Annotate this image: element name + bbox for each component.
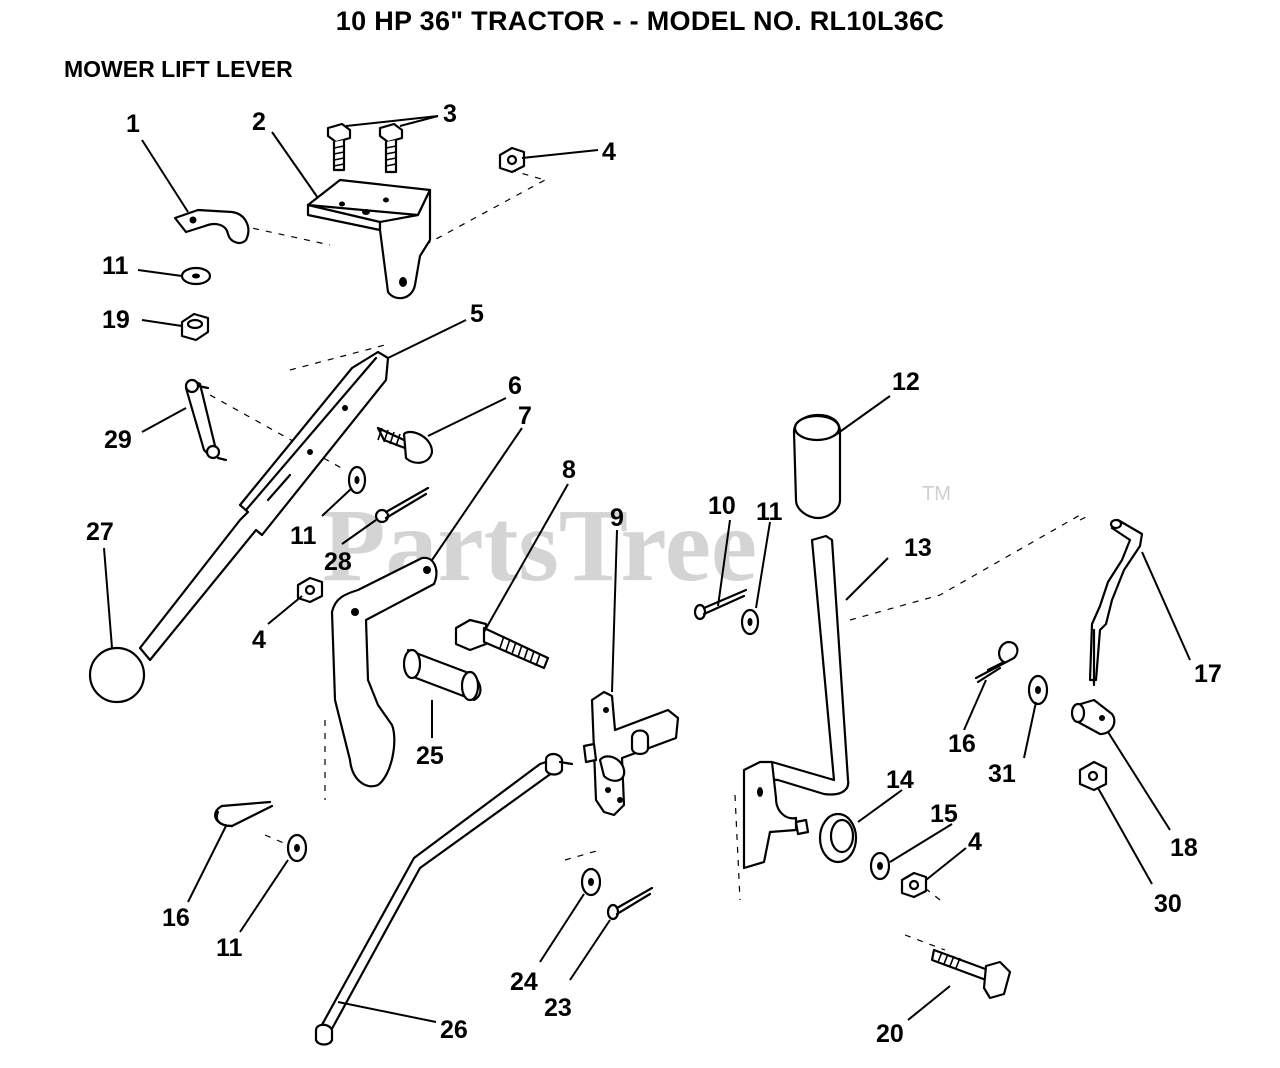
part-16-hairpin-lower[interactable] <box>214 800 274 828</box>
part-10-cotter-pin[interactable] <box>693 588 748 621</box>
callout-4-mid: 4 <box>252 626 266 654</box>
callout-12: 12 <box>892 368 920 396</box>
callout-20: 20 <box>876 1020 904 1048</box>
part-18-ferrule[interactable] <box>1070 698 1116 736</box>
leader-lines <box>103 115 1191 1023</box>
part-27-knob[interactable] <box>88 646 146 704</box>
part-1-clip[interactable] <box>173 208 250 244</box>
part-8-long-bolt[interactable] <box>454 618 550 670</box>
part-13-lift-handle[interactable] <box>742 534 850 870</box>
part-23-cotter-pin[interactable] <box>606 886 654 921</box>
callout-31: 31 <box>988 760 1016 788</box>
part-11-washer-top[interactable] <box>180 266 212 286</box>
part-24-washer[interactable] <box>580 867 602 897</box>
part-19-locknut[interactable] <box>180 312 210 342</box>
part-4-nut-top[interactable] <box>498 146 526 174</box>
callout-23: 23 <box>544 994 572 1022</box>
callout-5: 5 <box>470 300 484 328</box>
callout-29: 29 <box>104 426 132 454</box>
part-31-washer[interactable] <box>1027 674 1049 706</box>
part-4-nut-lower[interactable] <box>900 871 928 899</box>
page-title: 10 HP 36" TRACTOR - - MODEL NO. RL10L36C <box>335 6 945 36</box>
callout-26: 26 <box>440 1016 468 1044</box>
part-11-washer-lower[interactable] <box>286 833 308 863</box>
callout-28: 28 <box>324 548 352 576</box>
part-15-washer[interactable] <box>869 851 891 881</box>
part-2-bracket[interactable] <box>306 178 432 300</box>
part-28-cotter-pin[interactable] <box>374 486 430 524</box>
callout-25: 25 <box>416 742 444 770</box>
callout-4-lower: 4 <box>968 828 982 856</box>
callout-9: 9 <box>610 504 624 532</box>
callout-11-right: 11 <box>756 498 783 526</box>
watermark-tm: TM <box>922 483 951 505</box>
callout-24: 24 <box>510 968 538 996</box>
callout-7: 7 <box>518 402 532 430</box>
part-29-link[interactable] <box>184 378 228 462</box>
callout-2: 2 <box>252 108 266 136</box>
section-title: MOWER LIFT LEVER <box>64 56 293 82</box>
part-17-rod[interactable] <box>1088 518 1144 687</box>
callout-17: 17 <box>1194 660 1222 688</box>
callout-15: 15 <box>930 800 958 828</box>
callout-6: 6 <box>508 372 522 400</box>
callout-16-upper: 16 <box>948 730 976 758</box>
callout-11-mid: 11 <box>290 522 317 550</box>
part-11-washer-right[interactable] <box>740 608 760 636</box>
callout-11-lower: 11 <box>216 934 243 962</box>
callout-3: 3 <box>443 100 457 128</box>
callout-11-top: 11 <box>102 252 129 280</box>
part-6-bolt[interactable] <box>376 426 434 464</box>
part-5-lift-rod[interactable] <box>138 350 390 662</box>
part-20-bolt[interactable] <box>930 948 1012 1000</box>
part-26-link-rod[interactable] <box>314 752 574 1046</box>
callout-10: 10 <box>708 492 736 520</box>
callout-27: 27 <box>86 518 114 546</box>
callout-labels: 1 2 3 4 11 19 5 6 7 29 11 28 27 4 8 25 9… <box>86 100 1222 1048</box>
part-25-spacer[interactable] <box>402 648 482 702</box>
part-14-bushing[interactable] <box>818 812 858 864</box>
callout-19: 19 <box>102 306 130 334</box>
callout-13: 13 <box>904 534 932 562</box>
callout-18: 18 <box>1170 834 1198 862</box>
part-9-pivot-plate[interactable] <box>582 690 680 817</box>
part-11-washer-mid[interactable] <box>347 465 367 495</box>
part-7-plate[interactable] <box>330 556 438 788</box>
callout-1: 1 <box>126 110 140 138</box>
part-12-handle-grip[interactable] <box>792 413 842 520</box>
callout-30: 30 <box>1154 890 1182 918</box>
part-3-bolts[interactable] <box>326 122 404 174</box>
part-30-nut[interactable] <box>1078 760 1108 792</box>
callout-4-top: 4 <box>602 138 616 166</box>
part-4-nut-middle[interactable] <box>296 576 324 604</box>
callout-8: 8 <box>562 456 576 484</box>
part-16-hairpin-upper[interactable] <box>974 640 1019 684</box>
callout-16-lower: 16 <box>162 904 190 932</box>
callout-14: 14 <box>886 766 914 794</box>
